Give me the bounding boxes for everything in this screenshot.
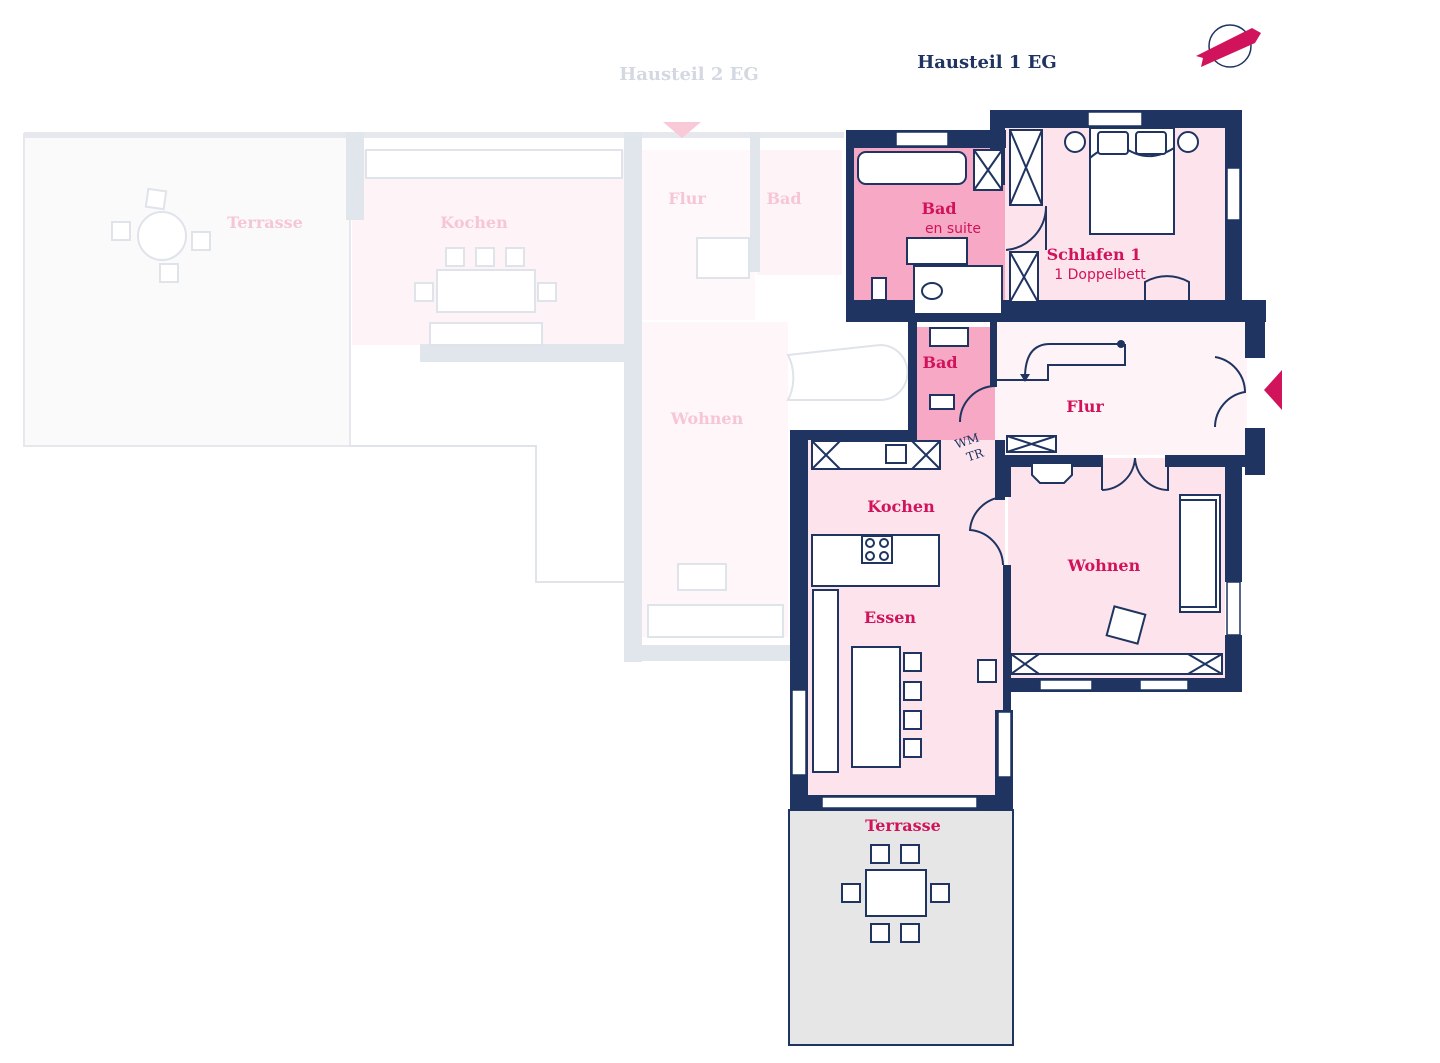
room-label-wohnen: Wohnen (1067, 556, 1141, 575)
room-label-kochen: Kochen (867, 497, 935, 516)
armchair (1105, 605, 1147, 645)
room-label: Terrasse (227, 213, 303, 232)
sink (906, 237, 968, 265)
room-label-bad-en-suite: Bad (921, 199, 956, 218)
dining-table (851, 646, 901, 768)
entrance-marker (1264, 370, 1282, 410)
bathtub (857, 151, 967, 185)
stairs (997, 344, 1126, 381)
room-label-schlafen: Schlafen 1 (1047, 245, 1142, 264)
entrance-marker-2 (663, 122, 701, 138)
kitchen-counter (811, 440, 941, 470)
house-part-1-title: Hausteil 1 EG (917, 52, 1056, 73)
room-sublabel: 1 Doppelbett (1054, 267, 1146, 283)
room-kochen-essen (808, 440, 1005, 797)
room-sublabel: en suite (925, 221, 981, 237)
terrace-2 (23, 133, 351, 447)
house-part-2: Terrasse Kochen Flur Bad Wohnen (23, 122, 909, 662)
terrace-table (865, 869, 927, 917)
room-label-essen: Essen (864, 608, 916, 627)
door (968, 496, 1004, 566)
sofa (1179, 494, 1221, 613)
toilet (921, 282, 943, 300)
room-label-flur: Flur (1066, 397, 1104, 416)
room-label-bad: Bad (922, 353, 957, 372)
room-label-terrasse: Terrasse (865, 816, 941, 835)
room-label: Kochen (440, 213, 508, 232)
house-part-2-title: Hausteil 2 EG (619, 64, 758, 85)
north-arrow-icon (1196, 24, 1261, 68)
door (1005, 205, 1048, 251)
utility-label-tr: TR (965, 445, 986, 464)
door (1101, 457, 1169, 492)
entrance-door (1214, 356, 1247, 428)
house-part-1: Bad en suite Schlafen 1 1 Doppelbett Bad… (788, 110, 1282, 1046)
room-label: Bad (766, 189, 801, 208)
room-label: Wohnen (670, 409, 744, 428)
room-label: Flur (668, 189, 706, 208)
door (1144, 275, 1190, 300)
